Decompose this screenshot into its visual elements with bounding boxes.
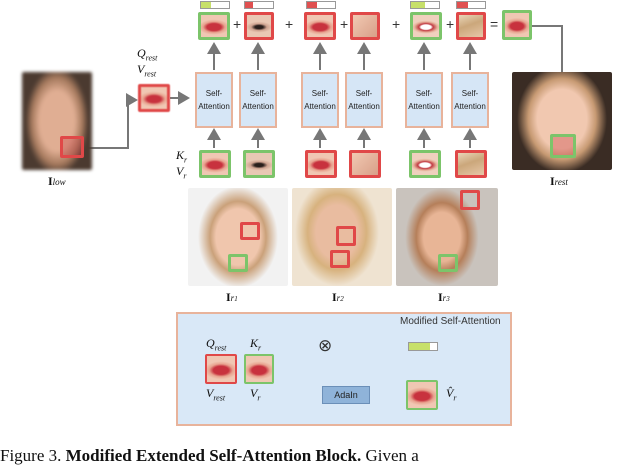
low-mouth-region-box [60,136,84,158]
self-attention-block-1: Self-Attention [195,72,233,128]
rest-query-patch [138,84,170,112]
ref1-eye-box [240,222,260,240]
plus-operator-4: + [392,16,401,32]
attention-weight-bar-1 [200,1,230,9]
adain-block: AdaIn [322,386,370,404]
output-patch-teeth [410,12,442,40]
mod-k-r-label: Kr [250,336,262,353]
weight-fill-2 [245,2,254,8]
plus-operator-2: + [285,16,294,32]
restored-mouth-region-box [550,134,576,158]
ref3-hair-box [460,190,480,210]
ref2-mouth-box [330,250,350,268]
i-r2-label: Ir2 [332,290,344,304]
mod-output-label: V̂r [446,386,457,403]
mod-q-rest-label: Qrest [206,336,227,353]
i-low-label: Ilow [48,174,66,188]
i-r3-label: Ir3 [438,290,450,304]
v-r-label: Vr [176,164,187,181]
self-attention-block-4: Self-Attention [345,72,383,128]
attention-weight-bar-2 [244,1,274,9]
ref1-mouth-box [228,254,248,272]
low-quality-face-image [22,72,92,170]
output-patch-lips-2 [304,12,336,40]
self-attention-block-6: Self-Attention [451,72,489,128]
kv-patch-hair [455,150,487,178]
multiply-operator: ⊗ [318,336,333,356]
plus-operator-5: + [446,16,455,32]
weight-fill-5 [457,2,469,8]
reference-image-2 [292,188,392,286]
kv-patch-lips-1 [199,150,231,178]
output-patch-lips-1 [198,12,230,40]
output-patch-eye [244,12,274,40]
attention-weight-bar-5 [456,1,486,9]
weight-fill-3 [307,2,317,8]
restored-face-image [512,72,612,170]
self-attention-block-5: Self-Attention [405,72,443,128]
v-rest-label: Vrest [137,62,157,79]
mod-output-patch [406,380,438,410]
mod-ref-patch [244,354,274,384]
ref3-mouth-box [438,254,458,272]
i-rest-label: Irest [550,174,568,188]
mod-attention-weight-bar [408,342,438,351]
figure-caption: Figure 3. Modified Extended Self-Attenti… [0,446,419,465]
q-rest-label: Qrest [137,46,158,63]
output-patch-skin [350,12,380,40]
mod-v-rest-label: Vrest [206,386,226,403]
output-patch-hair [456,12,486,40]
kv-patch-teeth [409,150,441,178]
attention-weight-bar-3 [306,1,336,9]
kv-patch-skin [349,150,381,178]
kv-patch-eye [243,150,275,178]
mod-rest-patch [205,354,237,384]
self-attention-block-2: Self-Attention [239,72,277,128]
k-r-label: Kr [176,148,188,165]
sum-output-patch [502,10,532,40]
weight-fill-1 [201,2,211,8]
kv-patch-lips-2 [305,150,337,178]
plus-operator-1: + [233,16,242,32]
modified-self-attention-title: Modified Self-Attention [400,316,501,327]
mod-weight-fill [409,343,430,350]
equals-operator: = [490,16,499,32]
plus-operator-3: + [340,16,349,32]
attention-weight-bar-4 [410,1,440,9]
weight-fill-4 [411,2,425,8]
self-attention-block-3: Self-Attention [301,72,339,128]
mod-v-r-label: Vr [250,386,261,403]
i-r1-label: Ir1 [226,290,238,304]
ref2-skin-box [336,226,356,246]
